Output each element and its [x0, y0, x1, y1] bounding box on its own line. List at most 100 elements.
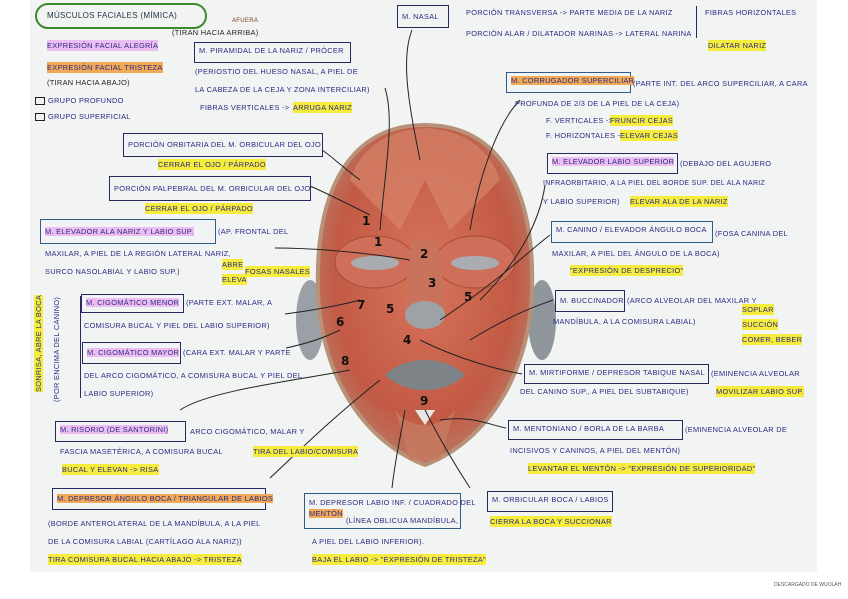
risorio-action-1: TIRA DEL LABIO/COMISURA [253, 446, 359, 457]
depresor-labio-desc-2: A PIEL DEL LABIO INFERIOR). [312, 537, 425, 546]
legend-pull-down: (TIRAN HACIA ABAJO) [47, 78, 130, 87]
legend-pull-up: (TIRAN HACIA ARRIBA) [172, 28, 259, 37]
brace [80, 296, 81, 398]
depresor-angulo-action: TIRA COMISURA BUCAL HACIA ABAJO -> TRIST… [48, 554, 242, 565]
figure-number: 6 [336, 315, 345, 329]
figure-number: 9 [420, 394, 429, 408]
mentoniano-action: LEVANTAR EL MENTÓN -> "EXPRESIÓN DE SUPE… [528, 463, 756, 474]
piramidal-desc-2: LA CABEZA DE LA CEJA Y ZONA INTERCILIAR) [195, 85, 370, 94]
face-muscles-illustration [296, 122, 556, 468]
cigo-mayor-desc-1: (CARA EXT. MALAR Y PARTE [183, 348, 291, 357]
corrugador-name: M. CORRUGADOR SUPERCILIAR [511, 76, 635, 85]
label-cigomatico-menor: M. CIGOMÁTICO MENOR [81, 294, 184, 313]
figure-number: 5 [464, 290, 473, 304]
buccinador-action-2: SUCCIÓN [742, 319, 779, 330]
depresor-angulo-desc-2: DE LA COMISURA LABIAL (CARTÍLAGO ALA NAR… [48, 537, 242, 546]
corrugador-desc-2: PROFUNDA DE 2/3 DE LA PIEL DE LA CEJA) [515, 99, 680, 108]
cigo-mayor-desc-2: DEL ARCO CIGOMÁTICO, A COMISURA BUCAL Y … [84, 371, 303, 380]
depresor-labio-desc-1: (LÍNEA OBLICUA MANDÍBULA, [346, 516, 459, 525]
mentoniano-desc-2: INCISIVOS Y CANINOS, A PIEL DEL MENTÓN) [510, 446, 681, 455]
legend-deep-group: GRUPO PROFUNDO [35, 95, 124, 106]
left-eye [351, 256, 399, 270]
elevador-ala-action-1: ABRE [222, 259, 244, 270]
label-orbicular-palpebral: PORCIÓN PALPEBRAL DEL M. ORBICULAR DEL O… [109, 176, 311, 201]
right-ear [528, 280, 556, 360]
cigo-menor-desc-1: (PARTE EXT. MALAR, A [186, 298, 273, 307]
orbicular-boca-action: CIERRA LA BOCA Y SUCCIONAR [490, 516, 612, 527]
nose [405, 301, 445, 329]
risorio-desc-2: FASCIA MASETÉRICA, A COMISURA BUCAL [60, 447, 223, 456]
elevador-ala-desc-1: (AP. FRONTAL DEL [218, 227, 289, 236]
nasal-fibers: FIBRAS HORIZONTALES [705, 8, 797, 17]
figure-number: 2 [420, 247, 429, 261]
risorio-name: M. RISORIO (DE SANTORINI) [60, 425, 169, 434]
elevador-labio-desc-3: Y LABIO SUPERIOR) [543, 197, 620, 206]
mirtiforme-desc-2: DEL CANINO SUP., A PIEL DEL SUBTABIQUE) [520, 387, 689, 396]
mirtiforme-action: MOVILIZAR LABIO SUP. [716, 386, 805, 397]
canino-action: "EXPRESIÓN DE DESPRECIO" [570, 265, 684, 276]
elevador-ala-name: M. ELEVADOR ALA NARIZ Y LABIO SUP. [45, 227, 194, 236]
depresor-labio-name-1: M. DEPRESOR LABIO INF. / CUADRADO DEL [309, 498, 476, 507]
depresor-angulo-desc-1: (BORDE ANTEROLATERAL DE LA MANDÍBULA, A … [48, 519, 261, 528]
legend-sadness: EXPRESIÓN FACIAL TRISTEZA [47, 62, 163, 73]
elevador-labio-name: M. ELEVADOR LABIO SUPERIOR [552, 157, 675, 166]
legend-superficial-label: GRUPO SUPERFICIAL [48, 112, 131, 121]
legend-outward: AFUERA [232, 18, 259, 24]
nasal-desc-1: PORCIÓN TRANSVERSA -> PARTE MEDIA DE LA … [466, 8, 673, 17]
depresor-angulo-name: M. DEPRESOR ÁNGULO BOCA / TRIANGULAR DE … [57, 494, 274, 503]
label-piramidal: M. PIRAMIDAL DE LA NARIZ / PRÓCER [194, 42, 351, 63]
corrugador-horizontal-action: ELEVAR CEJAS [620, 130, 679, 141]
figure-number: 5 [386, 302, 395, 316]
label-buccinador: M. BUCCINADOR [555, 290, 625, 312]
buccinador-action-1: SOPLAR [742, 304, 774, 315]
footer-watermark: DESCARGADO DE WUOLAH [774, 582, 842, 588]
page-title: MÚSCULOS FACIALES (MÍMICA) [47, 11, 178, 20]
mirtiforme-desc-1: (EMINENCIA ALVEOLAR [711, 369, 800, 378]
corrugador-vertical-action: FRUNCIR CEJAS [610, 115, 674, 126]
elevador-labio-desc-1: (DEBAJO DEL AGUJERO [680, 159, 772, 168]
depresor-labio-action: BAJA EL LABIO -> "EXPRESIÓN DE TRISTEZA" [312, 554, 486, 565]
depresor-labio-name-2: MENTÓN [309, 509, 343, 518]
elevador-ala-action-3: FOSAS NASALES [245, 266, 311, 277]
label-risorio: M. RISORIO (DE SANTORINI) [55, 421, 186, 442]
legend-joy: EXPRESIÓN FACIAL ALEGRÍA [47, 40, 159, 51]
canino-desc-1: (FOSA CANINA DEL [715, 229, 788, 238]
nasal-desc-2: PORCIÓN ALAR / DILATADOR NARINAS -> LATE… [466, 29, 692, 38]
figure-number: 1 [374, 235, 383, 249]
piramidal-desc-3: FIBRAS VERTICALES -> [200, 103, 290, 112]
orbitaria-action: CERRAR EL OJO / PÁRPADO [158, 159, 266, 170]
legend-deep-label: GRUPO PROFUNDO [48, 96, 124, 105]
label-cigomatico-mayor: M. CIGOMÁTICO MAYOR [82, 342, 181, 364]
buccinador-desc-1: (ARCO ALVEOLAR DEL MAXILAR Y [627, 296, 757, 305]
risorio-desc-1: ARCO CIGOMÁTICO, MALAR Y [190, 427, 305, 436]
figure-number: 8 [341, 354, 350, 368]
piramidal-desc-1: (PERIOSTIO DEL HUESO NASAL, A PIEL DE [195, 67, 358, 76]
label-canino: M. CANINO / ELEVADOR ÁNGULO BOCA [551, 221, 713, 243]
label-orbicular-boca: M. ORBICULAR BOCA / LABIOS [487, 491, 613, 512]
palpebral-action: CERRAR EL OJO / PÁRPADO [145, 203, 253, 214]
figure-number: 1 [362, 214, 371, 228]
cigo-menor-desc-2: COMISURA BUCAL Y PIEL DEL LABIO SUPERIOR… [84, 321, 270, 330]
cigo-mayor-name: M. CIGOMÁTICO MAYOR [87, 348, 180, 357]
elevador-labio-desc-2: INFRAORBITARIO, A LA PIEL DEL BORDE SUP.… [543, 180, 766, 187]
legend-superficial-group: GRUPO SUPERFICIAL [35, 111, 131, 122]
nasal-action: DILATAR NARIZ [708, 40, 767, 51]
lips [385, 360, 465, 390]
label-mentoniano: M. MENTONIANO / BORLA DE LA BARBA [508, 420, 683, 440]
square-icon [35, 113, 45, 122]
label-nasal: M. NASAL [397, 5, 449, 28]
corrugador-vertical: F. VERTICALES -> [546, 116, 614, 125]
brace [696, 6, 697, 38]
square-icon [35, 97, 45, 106]
title-cloud [35, 3, 207, 29]
buccinador-action-3: COMER, BEBER [742, 334, 803, 345]
cigo-menor-name: M. CIGOMÁTICO MENOR [86, 298, 180, 307]
label-mirtiforme: M. MIRTIFORME / DEPRESOR TABIQUE NASAL [524, 364, 709, 384]
label-depresor-labio-inferior: M. DEPRESOR LABIO INF. / CUADRADO DEL ME… [304, 493, 476, 529]
right-eye [451, 256, 499, 270]
side-note-action: SONRISA, ABRE LA BOCA [34, 294, 43, 392]
corrugador-desc-1: (PARTE INT. DEL ARCO SUPERCILIAR, A CARA [633, 79, 808, 88]
elevador-ala-action-2: ELEVA [222, 274, 247, 285]
figure-number: 3 [428, 276, 437, 290]
